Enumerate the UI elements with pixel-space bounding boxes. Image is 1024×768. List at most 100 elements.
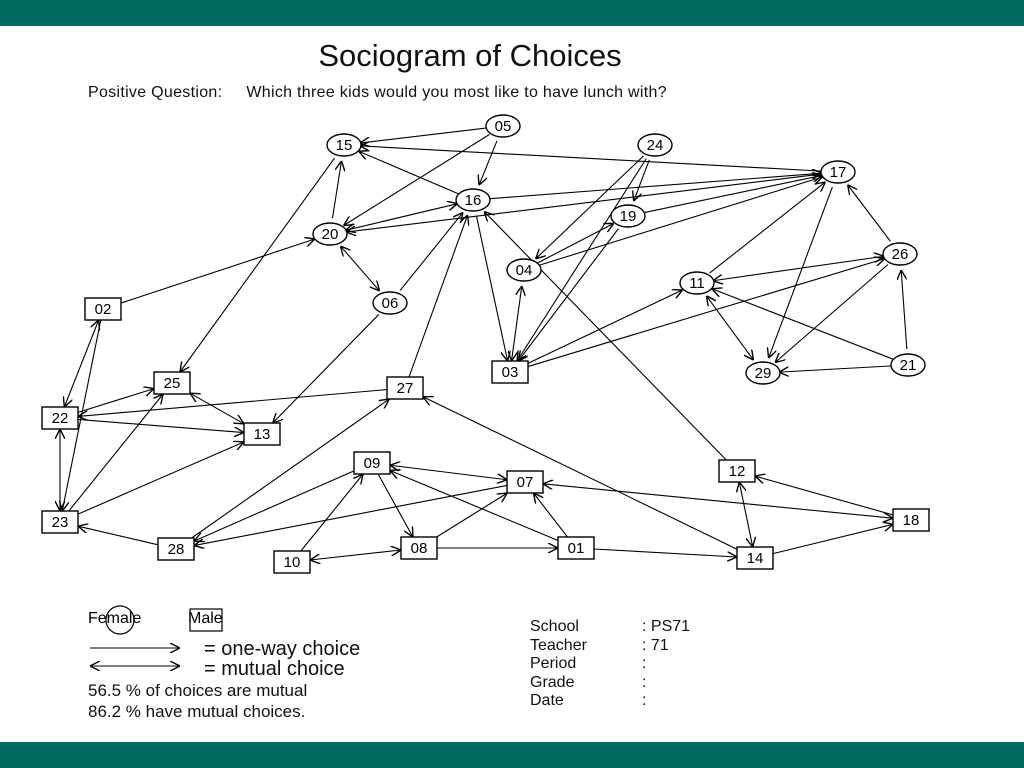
edge-23-25 bbox=[68, 394, 163, 512]
node-02: 02 bbox=[84, 297, 122, 321]
node-09: 09 bbox=[353, 451, 391, 475]
meta-key: School bbox=[530, 618, 579, 635]
edge-28-27 bbox=[191, 399, 390, 539]
edge-05-20 bbox=[344, 134, 490, 225]
edge-17-20 bbox=[346, 173, 823, 232]
edge-24-03 bbox=[517, 158, 647, 361]
node-label: 24 bbox=[647, 137, 664, 154]
one-way-label: = one-way choice bbox=[204, 638, 361, 660]
node-label: 29 bbox=[755, 365, 772, 382]
meta-value: : 71 bbox=[642, 636, 669, 654]
edge-04-19 bbox=[537, 223, 614, 264]
edge-27-22 bbox=[78, 389, 388, 417]
female-node-shape bbox=[745, 361, 781, 385]
node-label: 12 bbox=[729, 463, 746, 480]
node-16: 16 bbox=[455, 188, 491, 212]
male-node-shape bbox=[157, 537, 195, 561]
edge-27-16 bbox=[408, 215, 468, 378]
male-symbol bbox=[189, 608, 223, 632]
edge-21-29 bbox=[779, 365, 893, 372]
edge-06-16 bbox=[399, 212, 463, 291]
node-03: 03 bbox=[491, 360, 529, 384]
node-26: 26 bbox=[882, 242, 918, 266]
edge-11-26 bbox=[713, 256, 884, 280]
meta-value: : bbox=[642, 655, 647, 672]
female-label: Female bbox=[88, 610, 142, 627]
edge-04-03 bbox=[512, 286, 522, 361]
node-28: 28 bbox=[157, 537, 195, 561]
edge-24-19 bbox=[634, 159, 650, 201]
node-17: 17 bbox=[820, 160, 856, 184]
edge-23-13 bbox=[77, 442, 244, 515]
meta-info: School: PS71 Teacher: 71 Period: Grade: … bbox=[530, 618, 690, 711]
edge-05-15 bbox=[360, 127, 488, 143]
node-13: 13 bbox=[243, 422, 281, 446]
node-20: 20 bbox=[312, 222, 348, 246]
female-node-shape bbox=[610, 204, 646, 228]
male-node-shape bbox=[491, 360, 529, 384]
female-symbol bbox=[105, 605, 135, 635]
node-05: 05 bbox=[485, 114, 521, 138]
male-node-shape bbox=[718, 459, 756, 483]
node-18: 18 bbox=[892, 508, 930, 532]
male-node-shape bbox=[41, 510, 79, 534]
edge-24-04 bbox=[536, 155, 644, 259]
female-node-shape bbox=[890, 353, 926, 377]
node-label: 11 bbox=[689, 275, 705, 292]
meta-row-school: School: PS71 bbox=[530, 618, 690, 637]
edge-19-17 bbox=[643, 175, 823, 214]
edge-01-07 bbox=[534, 493, 568, 538]
edge-14-27 bbox=[423, 397, 738, 550]
edge-16-15 bbox=[359, 151, 459, 195]
edge-15-25 bbox=[180, 157, 336, 372]
node-21: 21 bbox=[890, 353, 926, 377]
female-node-shape bbox=[326, 133, 362, 157]
edge-08-07 bbox=[436, 493, 508, 538]
meta-key: Teacher bbox=[530, 636, 587, 654]
stat-have-mutual: 86.2 % have mutual choices. bbox=[88, 702, 306, 721]
edge-09-28 bbox=[194, 470, 355, 541]
node-12: 12 bbox=[718, 459, 756, 483]
edge-10-08 bbox=[310, 550, 401, 560]
edge-19-03 bbox=[518, 228, 619, 361]
male-node-shape bbox=[892, 508, 930, 532]
node-label: 26 bbox=[892, 246, 909, 263]
node-label: 03 bbox=[502, 364, 519, 381]
edge-18-07 bbox=[543, 484, 893, 518]
stats: 56.5 % of choices are mutual 86.2 % have… bbox=[88, 680, 307, 722]
edge-14-12 bbox=[739, 482, 752, 547]
node-label: 17 bbox=[830, 164, 847, 181]
male-node-shape bbox=[243, 422, 281, 446]
edge-21-11 bbox=[712, 289, 894, 360]
mutual-label: = mutual choice bbox=[204, 658, 345, 680]
meta-value: : bbox=[642, 673, 647, 691]
legend-keys: Female Male bbox=[88, 610, 258, 632]
node-04: 04 bbox=[506, 258, 542, 282]
edge-22-25 bbox=[77, 389, 154, 413]
male-node-shape bbox=[736, 546, 774, 570]
edge-14-18 bbox=[772, 524, 893, 555]
male-node-shape bbox=[506, 470, 544, 494]
edge-02-20 bbox=[120, 239, 315, 304]
top-banner bbox=[0, 0, 1024, 26]
female-node-shape bbox=[882, 242, 918, 266]
question-text: Positive Question:Which three kids would… bbox=[88, 84, 928, 102]
meta-value: : bbox=[642, 692, 647, 709]
node-label: 19 bbox=[620, 208, 637, 225]
bottom-banner bbox=[0, 742, 1024, 768]
node-25: 25 bbox=[153, 371, 191, 395]
edge-06-13 bbox=[273, 314, 380, 423]
node-29: 29 bbox=[745, 361, 781, 385]
node-label: 08 bbox=[411, 540, 428, 557]
edge-16-17 bbox=[488, 173, 822, 200]
edge-01-09 bbox=[390, 471, 559, 542]
node-01: 01 bbox=[557, 536, 595, 560]
edge-05-16 bbox=[479, 140, 498, 185]
page-title: Sociogram of Choices bbox=[318, 38, 622, 73]
edge-28-23 bbox=[78, 526, 159, 546]
node-label: 21 bbox=[900, 357, 917, 374]
node-label: 09 bbox=[364, 455, 381, 472]
node-11: 11 bbox=[679, 271, 715, 295]
edge-07-28 bbox=[194, 484, 508, 545]
